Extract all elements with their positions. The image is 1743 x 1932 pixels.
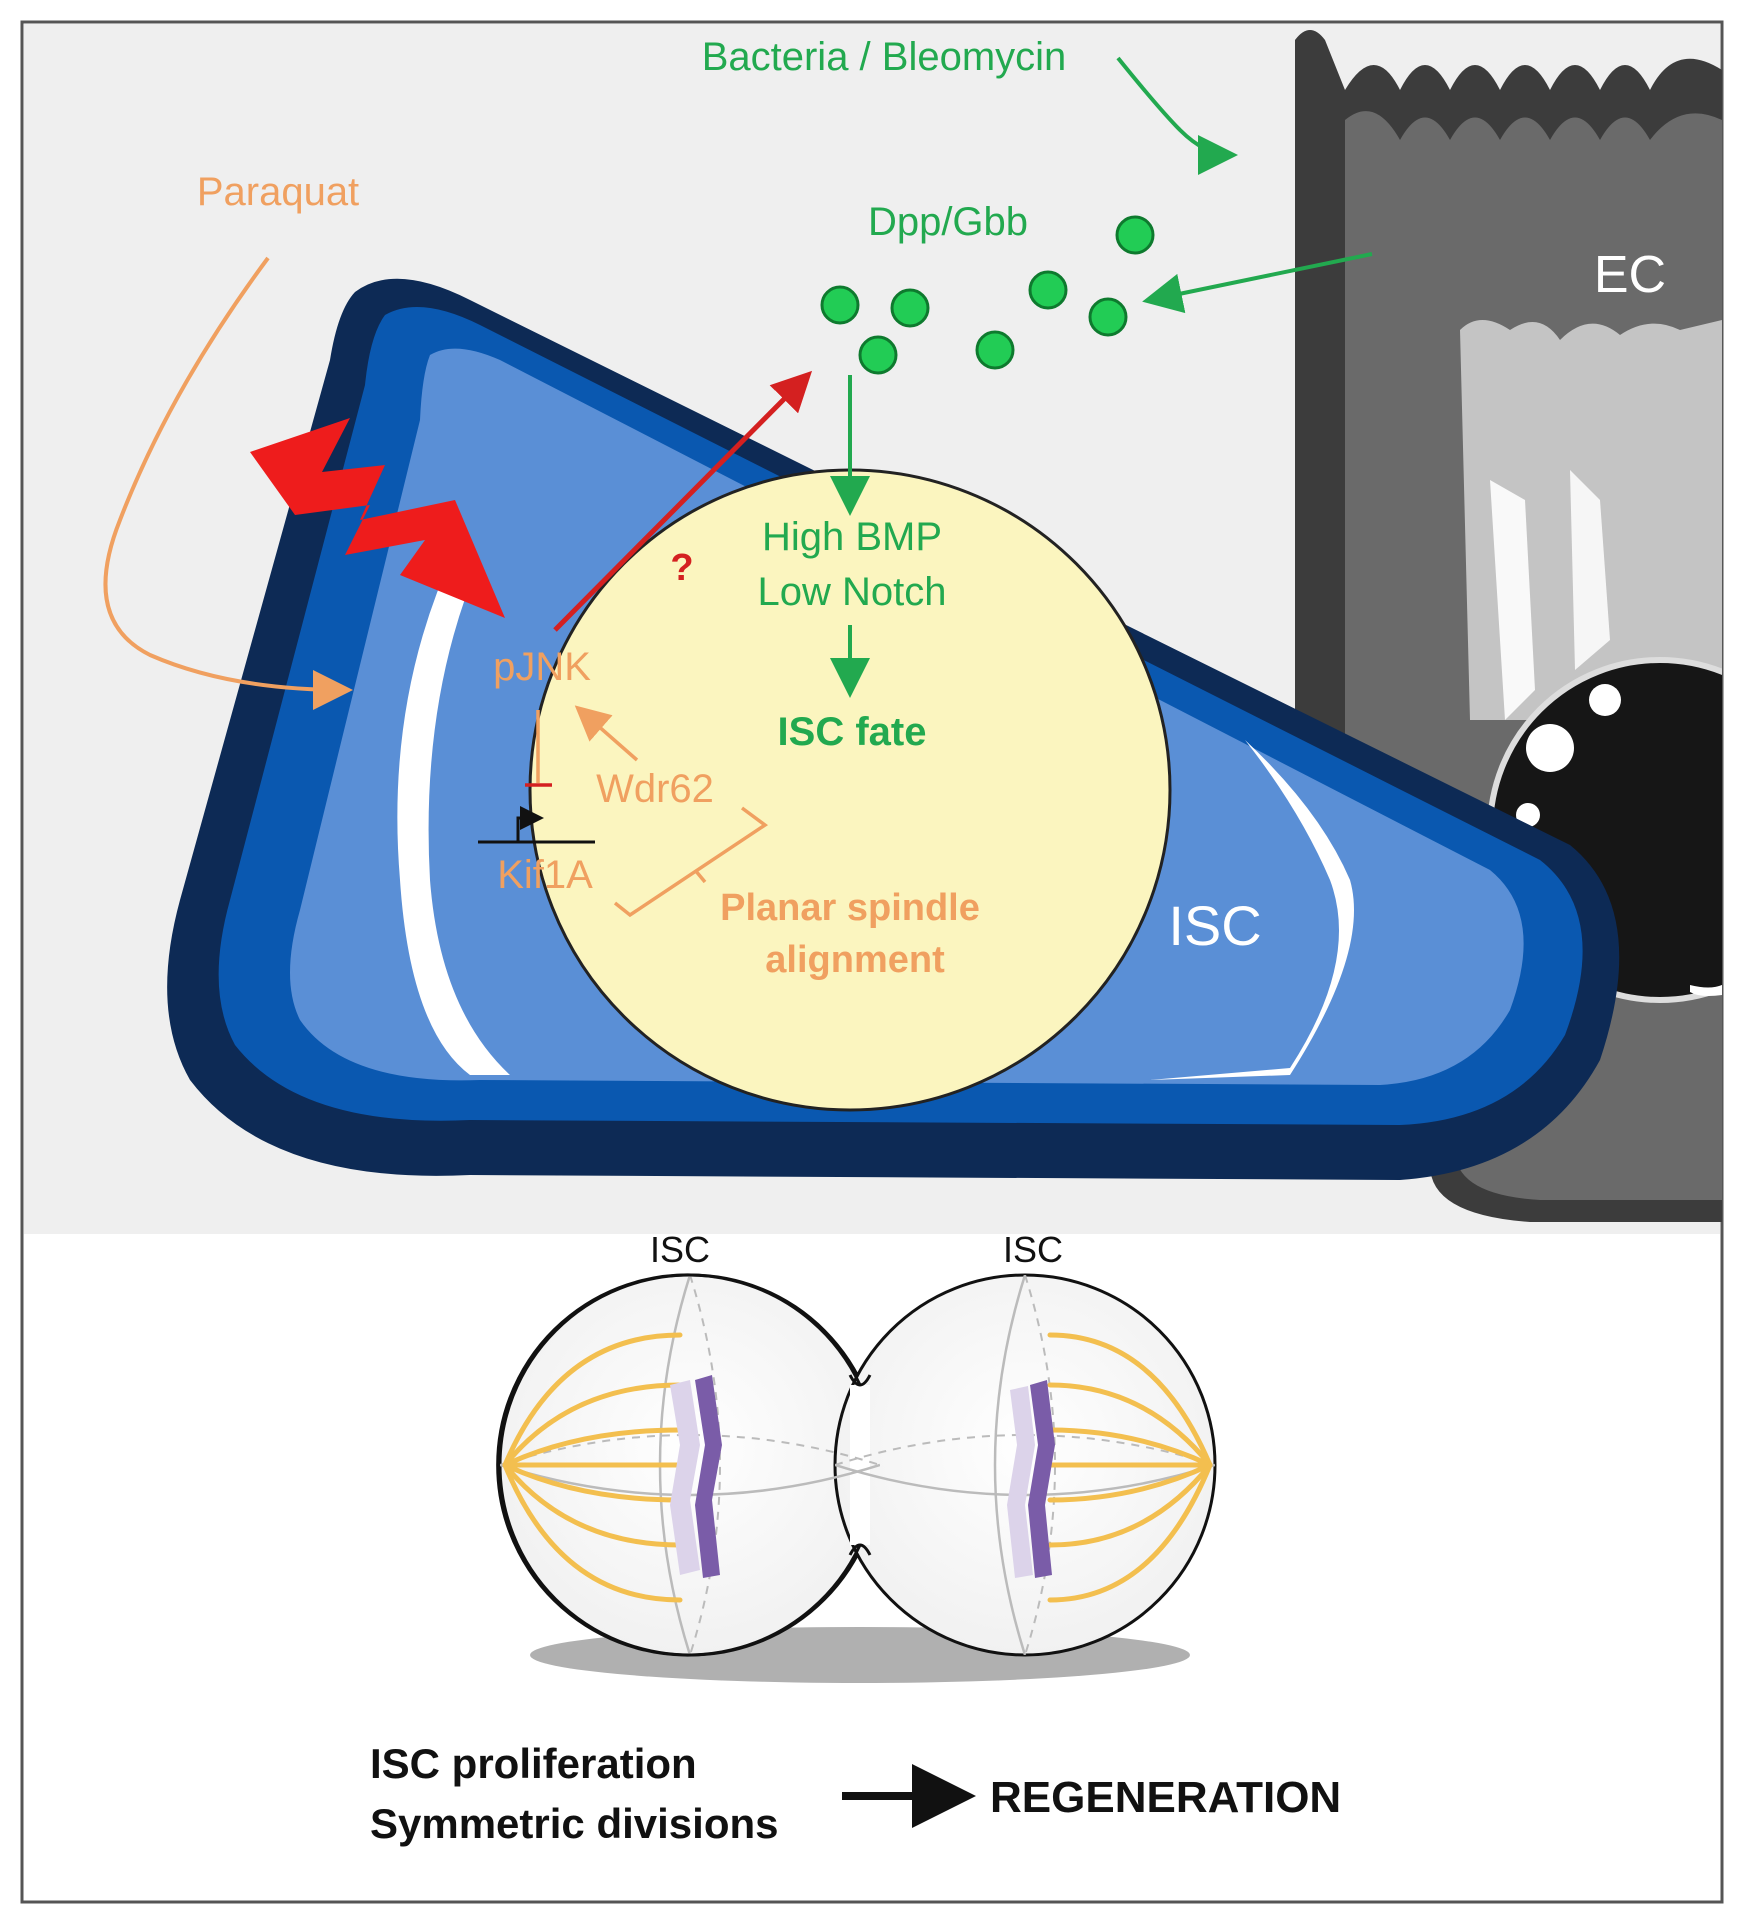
- proliferation-label-line2: Symmetric divisions: [370, 1800, 779, 1847]
- dpp-dot: [975, 330, 1015, 370]
- gene-promoter-icon: [478, 806, 595, 844]
- left-chromatid: [695, 1375, 722, 1578]
- dpp-dot: [1088, 297, 1128, 337]
- low-notch-label: Low Notch: [758, 570, 947, 614]
- regeneration-label: REGENERATION: [990, 1773, 1341, 1822]
- ec-white-streak: [1490, 480, 1535, 720]
- dpp-dot: [1115, 215, 1155, 255]
- dpp-label: Dpp/Gbb: [868, 200, 1028, 244]
- right-chromatid-light: [1007, 1386, 1035, 1578]
- dpp-dot: [1028, 270, 1068, 310]
- paraquat-label: Paraquat: [197, 170, 359, 214]
- dpp-dot: [858, 335, 898, 375]
- question-label: ?: [670, 547, 693, 589]
- planar-bracket-tick: [693, 868, 707, 884]
- wdr62-label: Wdr62: [596, 767, 714, 811]
- isc-cell-label: ISC: [1168, 894, 1261, 957]
- isc-fate-label: ISC fate: [778, 710, 927, 754]
- isc-white-crescent-left: [397, 550, 510, 1075]
- lightning-bolt-icon: [250, 418, 505, 618]
- left-chromatid-light: [670, 1380, 700, 1575]
- pjnk-label: pJNK: [493, 645, 591, 689]
- dpp-dot: [820, 285, 860, 325]
- high-bmp-label: High BMP: [762, 515, 942, 559]
- isc-white-crescent-right: [1150, 740, 1354, 1080]
- ec-label: EC: [1594, 246, 1666, 304]
- ec-nucleolus-3: [1516, 803, 1540, 827]
- paraquat-arrow: [103, 256, 353, 710]
- planar-label-line1: Planar spindle: [720, 887, 980, 929]
- planar-label-line2: alignment: [765, 939, 945, 981]
- proliferation-label-line1: ISC proliferation: [370, 1740, 697, 1787]
- ec-white-streak-2: [1570, 470, 1610, 670]
- bacteria-arrow: [1116, 56, 1238, 175]
- dividing-cells: [496, 1273, 1217, 1657]
- cleavage-neck: [850, 1385, 870, 1545]
- isc-left-label: ISC: [650, 1229, 710, 1270]
- pjnk-to-dpp-arrow: [553, 370, 813, 632]
- kif1a-label: Kif1A: [497, 853, 593, 897]
- dpp-dot: [890, 288, 930, 328]
- wdr62-to-pjnk-arrow: [574, 705, 639, 762]
- ec-nucleolus-1: [1589, 684, 1621, 716]
- ec-nucleolus-2: [1526, 724, 1574, 772]
- ec-to-dpp-arrow: [1142, 252, 1373, 314]
- right-chromatid: [1028, 1380, 1055, 1578]
- isc-right-label: ISC: [1003, 1229, 1063, 1270]
- planar-bracket: [613, 806, 769, 918]
- ec-nucleus-highlight: [1690, 985, 1722, 996]
- bacteria-label: Bacteria / Bleomycin: [702, 35, 1067, 79]
- dpp-gbb-molecules: [820, 215, 1155, 375]
